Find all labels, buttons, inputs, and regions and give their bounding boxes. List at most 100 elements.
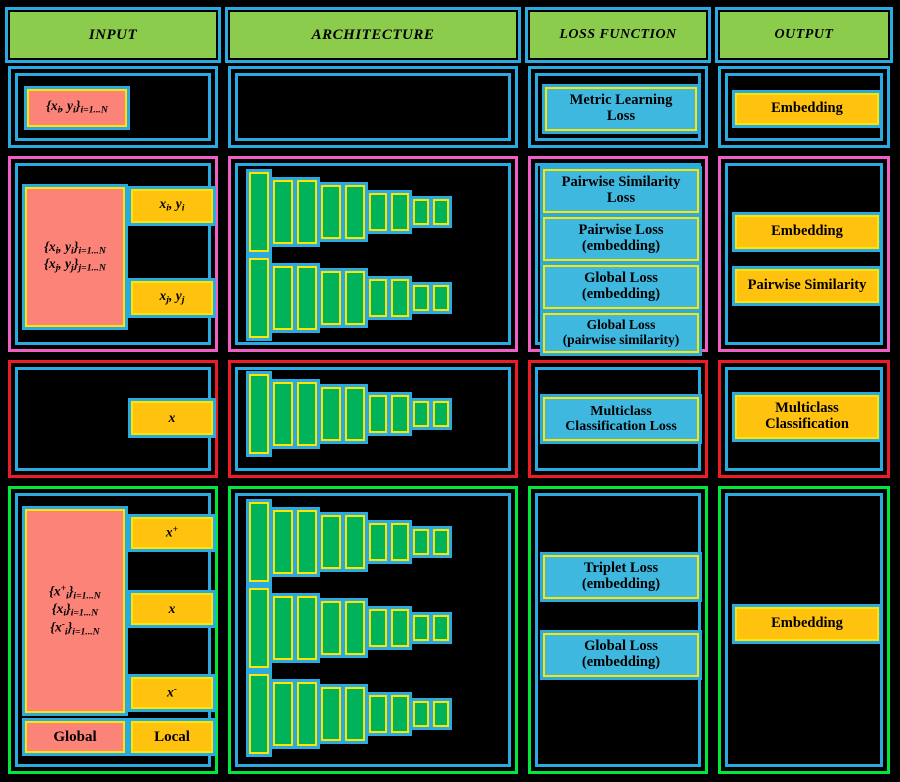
cnn-layer-block bbox=[297, 510, 317, 574]
cnn-layer-block bbox=[391, 523, 409, 561]
row-generic-input-frame: {xi, yi}i=1...N bbox=[8, 66, 218, 148]
row-classification-input-frame: x bbox=[8, 360, 218, 478]
cnn-layer-block bbox=[273, 510, 293, 574]
row-classification-output-frame: Multiclass Classification bbox=[718, 360, 890, 478]
row-generic-architecture-inner bbox=[235, 73, 511, 141]
row-pairwise-output-frame: Embedding Pairwise Similarity bbox=[718, 156, 890, 352]
cnn-layer-block bbox=[273, 180, 293, 244]
input-chip-dataset-pairwise: {xi, yi}i=1...N {xj, yj}j=1...N bbox=[25, 187, 125, 327]
loss-line-1: Pairwise Loss bbox=[578, 222, 664, 239]
row-classification-loss-frame: Multiclass Classification Loss bbox=[528, 360, 708, 478]
cnn-layer-block bbox=[249, 674, 269, 754]
input-chip-sample-x: x bbox=[131, 401, 213, 435]
output-chip-embedding-pairwise: Embedding bbox=[735, 215, 879, 249]
cnn-layer-block bbox=[297, 596, 317, 660]
cnn-stream-triplet-1 bbox=[249, 499, 509, 585]
cnn-layer-block bbox=[369, 279, 387, 317]
cnn-layer-block bbox=[273, 596, 293, 660]
output-line-2: Classification bbox=[765, 416, 849, 432]
cnn-layer-block bbox=[345, 601, 365, 655]
cnn-layer-block bbox=[345, 271, 365, 325]
cnn-layer-block bbox=[433, 401, 449, 427]
loss-chip-global-loss-embedding: Global Loss (embedding) bbox=[543, 265, 699, 309]
input-chip-anchor-negative: x- bbox=[131, 677, 213, 709]
cnn-layer-block bbox=[321, 687, 341, 741]
input-chip-anchor-positive: x+ bbox=[131, 517, 213, 549]
cnn-stream-pairwise-1 bbox=[249, 169, 509, 255]
input-chip-sample-i: xi, yi bbox=[131, 189, 213, 223]
output-chip-pairwise-similarity: Pairwise Similarity bbox=[735, 269, 879, 303]
output-chip-embedding-generic: Embedding bbox=[735, 93, 879, 125]
loss-line-2: Loss bbox=[606, 108, 636, 124]
cnn-layer-block bbox=[297, 180, 317, 244]
loss-line-1: Metric Learning bbox=[569, 92, 673, 109]
cnn-stream-classification-1 bbox=[249, 371, 509, 457]
loss-line-2: (embedding) bbox=[581, 238, 661, 254]
row-generic-architecture-frame bbox=[228, 66, 518, 148]
cnn-layer-block bbox=[345, 515, 365, 569]
loss-chip-global-loss-pairwise-similarity: Global Loss (pairwise similarity) bbox=[543, 313, 699, 353]
loss-line-2: (pairwise similarity) bbox=[562, 332, 680, 347]
input-chip-sample-j: xj, yj bbox=[131, 281, 213, 315]
cnn-layer-block bbox=[345, 687, 365, 741]
cnn-layer-block bbox=[321, 185, 341, 239]
cnn-layer-block bbox=[345, 185, 365, 239]
cnn-stream-pairwise-2 bbox=[249, 255, 509, 341]
cnn-stream-triplet-3 bbox=[249, 671, 509, 757]
loss-chip-multiclass-classification: Multiclass Classification Loss bbox=[543, 397, 699, 441]
cnn-layer-block bbox=[297, 266, 317, 330]
loss-line-1: Multiclass bbox=[590, 403, 652, 419]
cnn-layer-block bbox=[391, 695, 409, 733]
input-chip-dataset-triplet: {x+i}i=1...N {xi}i=1...N {x-i}i=1...N bbox=[25, 509, 125, 713]
row-triplet-input-frame: {x+i}i=1...N {xi}i=1...N {x-i}i=1...N x+… bbox=[8, 486, 218, 774]
cnn-layer-block bbox=[273, 266, 293, 330]
cnn-layer-block bbox=[391, 279, 409, 317]
cnn-layer-block bbox=[413, 701, 429, 727]
cnn-layer-block bbox=[321, 387, 341, 441]
row-triplet-loss-frame: Triplet Loss (embedding) Global Loss (em… bbox=[528, 486, 708, 774]
row-classification-architecture-frame bbox=[228, 360, 518, 478]
cnn-layer-block bbox=[369, 395, 387, 433]
loss-line-1: Global Loss bbox=[586, 317, 656, 333]
row-generic-loss-frame: Metric Learning Loss bbox=[528, 66, 708, 148]
cnn-layer-block bbox=[297, 682, 317, 746]
loss-line-2: (embedding) bbox=[581, 576, 661, 592]
cnn-layer-block bbox=[249, 258, 269, 338]
cnn-layer-block bbox=[369, 193, 387, 231]
input-chip-anchor: x bbox=[131, 593, 213, 625]
loss-chip-metric-learning: Metric Learning Loss bbox=[545, 87, 697, 131]
cnn-layer-block bbox=[433, 615, 449, 641]
legend-chip-local: Local bbox=[131, 721, 213, 753]
loss-chip-triplet-global-loss-embedding: Global Loss (embedding) bbox=[543, 633, 699, 677]
row-triplet-loss-inner bbox=[535, 493, 701, 767]
cnn-layer-block bbox=[321, 515, 341, 569]
cnn-layer-block bbox=[369, 695, 387, 733]
cnn-layer-block bbox=[413, 615, 429, 641]
cnn-layer-block bbox=[413, 529, 429, 555]
row-pairwise-loss-frame: Pairwise Similarity Loss Pairwise Loss (… bbox=[528, 156, 708, 353]
cnn-layer-block bbox=[249, 374, 269, 454]
row-triplet-architecture-frame bbox=[228, 486, 518, 774]
cnn-layer-block bbox=[413, 285, 429, 311]
cnn-layer-block bbox=[391, 395, 409, 433]
cnn-layer-block bbox=[369, 609, 387, 647]
loss-line-1: Global Loss bbox=[584, 638, 658, 655]
cnn-layer-block bbox=[391, 193, 409, 231]
loss-line-1: Pairwise Similarity bbox=[561, 174, 681, 191]
loss-chip-triplet-loss-embedding: Triplet Loss (embedding) bbox=[543, 555, 699, 599]
loss-chip-pairwise-loss-embedding: Pairwise Loss (embedding) bbox=[543, 217, 699, 261]
column-header-input: INPUT bbox=[8, 10, 218, 60]
cnn-layer-block bbox=[433, 199, 449, 225]
column-header-architecture: ARCHITECTURE bbox=[228, 10, 518, 60]
loss-line-2: (embedding) bbox=[581, 654, 661, 670]
cnn-layer-block bbox=[391, 609, 409, 647]
loss-line-2: (embedding) bbox=[581, 286, 661, 302]
output-chip-embedding-triplet: Embedding bbox=[735, 607, 879, 641]
loss-line-1: Triplet Loss bbox=[583, 560, 659, 577]
output-line-1: Multiclass bbox=[775, 400, 839, 417]
cnn-layer-block bbox=[433, 529, 449, 555]
cnn-layer-block bbox=[369, 523, 387, 561]
cnn-layer-block bbox=[273, 382, 293, 446]
cnn-layer-block bbox=[413, 401, 429, 427]
column-header-output: OUTPUT bbox=[718, 10, 890, 60]
